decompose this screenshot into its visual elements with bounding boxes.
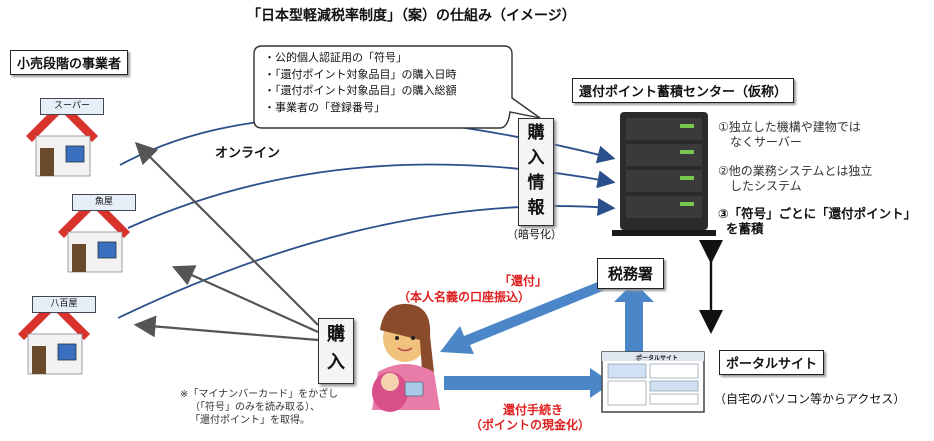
portal-caption: （自宅のパソコン等からアクセス） — [714, 392, 906, 406]
procedure-line-2: （ポイントの現金化） — [470, 418, 591, 432]
footnote: ※「マイナンバーカード」をかざし （「符号」のみを読み取る）、 「還付ポイント」… — [180, 388, 338, 427]
callout-bubble — [253, 45, 541, 129]
consumer-person-icon — [372, 303, 440, 412]
procedure-arrow — [444, 368, 612, 398]
callout-item: ・公的個人認証用の「符号」 — [264, 51, 407, 64]
portal-to-tax-arrow — [614, 282, 654, 352]
procedure-line-1: 還付手続き — [503, 403, 564, 417]
shop-supermarket: スーパー — [22, 92, 104, 180]
house-icon — [26, 100, 98, 177]
portal-window — [601, 351, 705, 413]
center-item-line: 他の業務システムとは独立 — [728, 164, 873, 178]
purchase-info-box: 購 入 情 報 — [518, 118, 554, 226]
purchase-info-char: 購 — [527, 123, 545, 143]
center-item-num: ① — [718, 120, 729, 134]
center-item-line: したシステム — [730, 179, 802, 193]
center-item-line: なくサーバー — [730, 135, 802, 149]
house-icon — [18, 298, 90, 375]
center-item-2: ②他の業務システムとは独立 したシステム — [718, 164, 872, 194]
retailers-label: 小売段階の事業者 — [10, 50, 129, 75]
purchase-info-char: 情 — [527, 173, 545, 193]
shop-sign: 魚屋 — [72, 194, 136, 211]
purchase-arrow-supermarket — [134, 141, 319, 326]
refund-arrow — [440, 281, 605, 354]
house-icon — [58, 196, 130, 273]
shop-fishmonger: 魚屋 — [54, 188, 136, 276]
encryption-caption: （暗号化） — [507, 228, 562, 241]
shop-greengrocer: 八百屋 — [14, 290, 96, 378]
center-item-3: ③「符号」ごとに「還付ポイント」 を蓄積 — [718, 206, 916, 236]
footnote-line: 「還付ポイント」を取得。 — [190, 415, 310, 426]
center-item-line: 独立した機構や建物では — [728, 120, 861, 134]
center-item-1: ①独立した機構や建物では なくサーバー — [718, 120, 861, 150]
portal-window-title: ポータルサイト — [636, 355, 679, 362]
portal-label: ポータルサイト — [719, 350, 825, 375]
purchase-arrow-fishmonger — [171, 265, 319, 334]
online-label: オンライン — [215, 146, 281, 161]
center-item-num: ③ — [718, 206, 729, 221]
tax-office-label: 税務署 — [597, 258, 665, 289]
center-label: 還付ポイント蓄積センター（仮称） — [572, 78, 795, 103]
purchase-arrow-greengrocer — [133, 315, 319, 342]
purchase-char: 入 — [327, 352, 345, 373]
center-item-line: 「符号」ごとに「還付ポイント」 — [728, 206, 917, 221]
purchase-char: 購 — [327, 324, 345, 345]
refund-text: 「還付」 — [465, 272, 547, 289]
purchase-info-char: 報 — [527, 198, 545, 218]
callout-item: ・「還付ポイント対象品目」の購入総額 — [264, 84, 457, 97]
purchase-box: 購 入 — [318, 318, 354, 384]
server-icon — [612, 112, 716, 236]
footnote-line: ※「マイナンバーカード」をかざし — [180, 389, 339, 400]
footnote-line: （「符号」のみを読み取る）、 — [190, 402, 320, 413]
refund-line-2: （本人名義の口座振込） — [398, 290, 531, 304]
purchase-info-char: 入 — [527, 148, 545, 168]
shop-sign: スーパー — [40, 98, 104, 115]
refund-line-1: 「還付」 — [499, 274, 548, 288]
callout-item: ・「還付ポイント対象品目」の購入日時 — [264, 67, 457, 81]
callout-list: ・公的個人認証用の「符号」 ・「還付ポイント対象品目」の購入日時 ・「還付ポイン… — [258, 50, 516, 126]
center-item-line: を蓄積 — [726, 221, 764, 236]
shop-sign: 八百屋 — [32, 296, 96, 313]
center-item-num: ② — [718, 164, 729, 178]
diagram-title: 「日本型軽減税率制度」（案）の仕組み（イメージ） — [247, 8, 576, 24]
callout-item: ・事業者の「登録番号」 — [264, 100, 385, 114]
